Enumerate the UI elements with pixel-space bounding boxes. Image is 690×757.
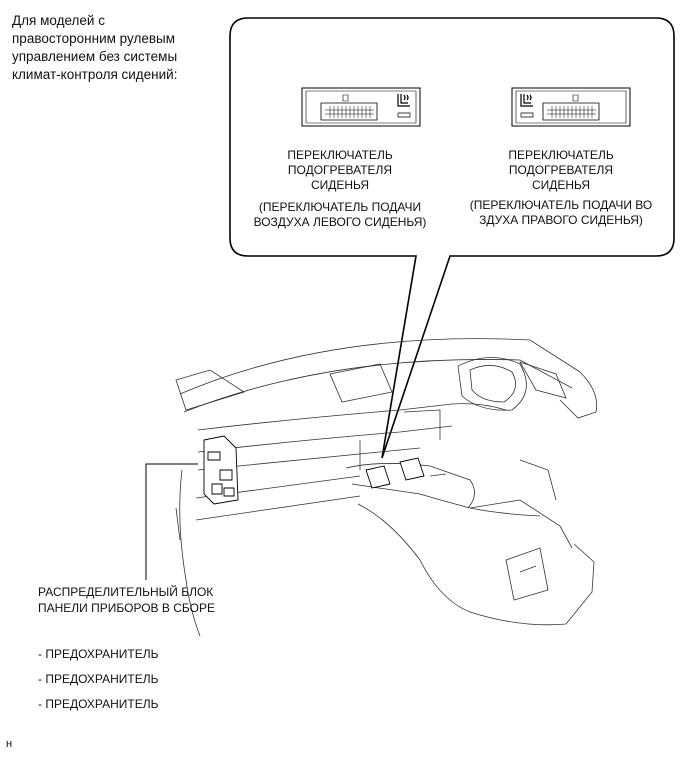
junction-block-label-2: ПАНЕЛИ ПРИБОРОВ В СБОРЕ: [38, 601, 215, 615]
heading-line-3: управлением без системы: [12, 49, 178, 64]
junction-block-label-1: РАСПРЕДЕЛИТЕЛЬНЫЙ БЛОК: [38, 585, 214, 599]
left-switch-label: ПЕРЕКЛЮЧАТЕЛЬ ПОДОГРЕВАТЕЛЯ СИДЕНЬЯ (ПЕР…: [240, 148, 440, 230]
left-switch-line-5: ВОЗДУХА ЛЕВОГО СИДЕНЬЯ): [253, 215, 427, 229]
left-switch-line-4: (ПЕРЕКЛЮЧАТЕЛЬ ПОДАЧИ: [258, 200, 422, 214]
junction-block-shape: [204, 436, 238, 504]
right-switch-line-5: ЗДУХА ПРАВОГО СИДЕНЬЯ): [479, 213, 643, 227]
dashboard-outline: [176, 339, 597, 636]
left-seat-heater-switch-panel: [302, 88, 420, 126]
callout-frame: [230, 18, 674, 458]
heading-line-1: Для моделей с: [12, 13, 105, 28]
fuse-item-2: - ПРЕДОХРАНИТЕЛЬ: [38, 672, 159, 686]
left-switch-line-1: ПЕРЕКЛЮЧАТЕЛЬ: [287, 148, 393, 162]
left-switch-line-2: ПОДОГРЕВАТЕЛЯ: [287, 163, 393, 177]
right-switch-line-2: ПОДОГРЕВАТЕЛЯ: [508, 163, 614, 177]
right-switch-line-4: (ПЕРЕКЛЮЧАТЕЛЬ ПОДАЧИ ВО: [469, 198, 653, 212]
footer-mark: н: [6, 738, 13, 750]
heading-line-4: климат-контроля сидений:: [12, 67, 178, 82]
right-seat-heater-switch-panel: [512, 88, 630, 126]
junction-block-leader: [146, 464, 198, 580]
right-switch-line-3: СИДЕНЬЯ: [531, 178, 591, 192]
right-switch-line-1: ПЕРЕКЛЮЧАТЕЛЬ: [508, 148, 614, 162]
heading-line-2: правосторонним рулевым: [12, 31, 175, 46]
fuse-item-1: - ПРЕДОХРАНИТЕЛЬ: [38, 647, 159, 661]
left-switch-line-3: СИДЕНЬЯ: [310, 178, 370, 192]
console-switches-shape: [366, 458, 424, 488]
right-switch-label: ПЕРЕКЛЮЧАТЕЛЬ ПОДОГРЕВАТЕЛЯ СИДЕНЬЯ (ПЕР…: [455, 148, 667, 228]
fuse-item-3: - ПРЕДОХРАНИТЕЛЬ: [38, 697, 159, 711]
